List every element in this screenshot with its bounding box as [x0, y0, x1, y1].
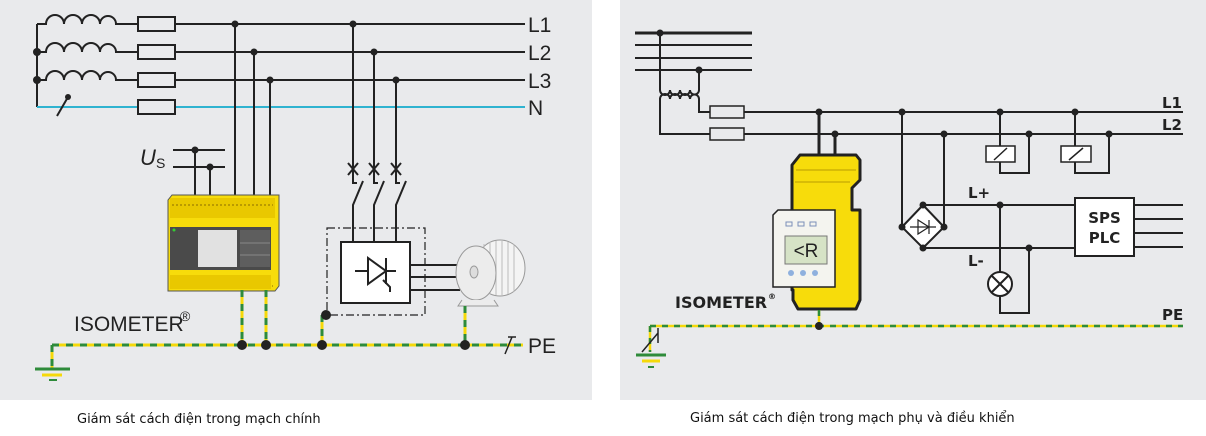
line-label-l2: L2	[528, 42, 551, 65]
lamp-icon	[987, 271, 1013, 297]
line-label-l1-right: L1	[1162, 94, 1182, 112]
relay-coils	[985, 145, 1092, 163]
line-label-l1: L1	[528, 14, 551, 37]
isometer-label: ISOMETER	[74, 313, 184, 336]
circuit-breakers	[347, 24, 407, 242]
line-label-n: N	[528, 97, 543, 120]
motor-icon	[455, 239, 526, 307]
left-panel-background	[0, 0, 592, 400]
right-caption: Giám sát cách điện trong mạch phụ và điề…	[690, 411, 1015, 426]
fuse-icon	[137, 72, 176, 88]
motor-feed	[410, 264, 460, 291]
thyristor-icon	[355, 256, 396, 292]
plc-label-sps: SPS	[1088, 209, 1121, 227]
dc-minus-label: L-	[968, 252, 984, 270]
registered-mark-right: ®	[768, 292, 776, 301]
left-panel: L1 L2 L3 N U S	[0, 0, 592, 400]
supply-network	[635, 31, 752, 90]
pe-slash	[504, 336, 516, 355]
junction-dot	[33, 48, 41, 56]
junction-dots	[191, 20, 400, 171]
pe-label-right: PE	[1162, 306, 1183, 324]
plc-box: SPS PLC	[1074, 197, 1135, 257]
pe-conductor-right	[641, 310, 1183, 353]
left-caption: Giám sát cách điện trong mạch chính	[77, 412, 321, 427]
ground-icon	[35, 367, 70, 381]
junction-dot	[33, 76, 41, 84]
junction-dots-right	[656, 29, 1113, 252]
plc-label-plc: PLC	[1089, 229, 1121, 247]
transformer-icon	[659, 89, 710, 135]
dc-plus-label: L+	[968, 184, 990, 202]
isometer-device-din: <R	[772, 153, 862, 311]
fuse-icon	[137, 44, 176, 60]
fuse-icon	[709, 127, 745, 141]
fuses	[137, 16, 176, 115]
ground-icon	[636, 353, 666, 368]
device-connections	[173, 24, 271, 196]
fuse-icon	[137, 16, 176, 32]
generator-windings	[36, 14, 138, 107]
thyristor-converter	[340, 241, 411, 304]
supply-voltage-subscript: S	[156, 155, 165, 171]
right-panel: L1 L2 L+ L- SPS	[620, 0, 1206, 400]
converter-enclosure	[326, 227, 426, 316]
supply-voltage-label: U	[140, 145, 156, 170]
line-label-l3: L3	[528, 70, 551, 93]
registered-mark: ®	[180, 308, 191, 324]
line-label-l2-right: L2	[1162, 116, 1182, 134]
isometer-label-right: ISOMETER	[675, 293, 767, 312]
device-display-text: <R	[794, 241, 819, 262]
isometer-device-large	[167, 194, 280, 292]
pe-label: PE	[528, 335, 556, 358]
neutral-switch	[56, 94, 71, 117]
fuse-icon	[709, 105, 745, 119]
fuse-icon	[137, 99, 176, 115]
pe-junctions	[237, 310, 470, 350]
